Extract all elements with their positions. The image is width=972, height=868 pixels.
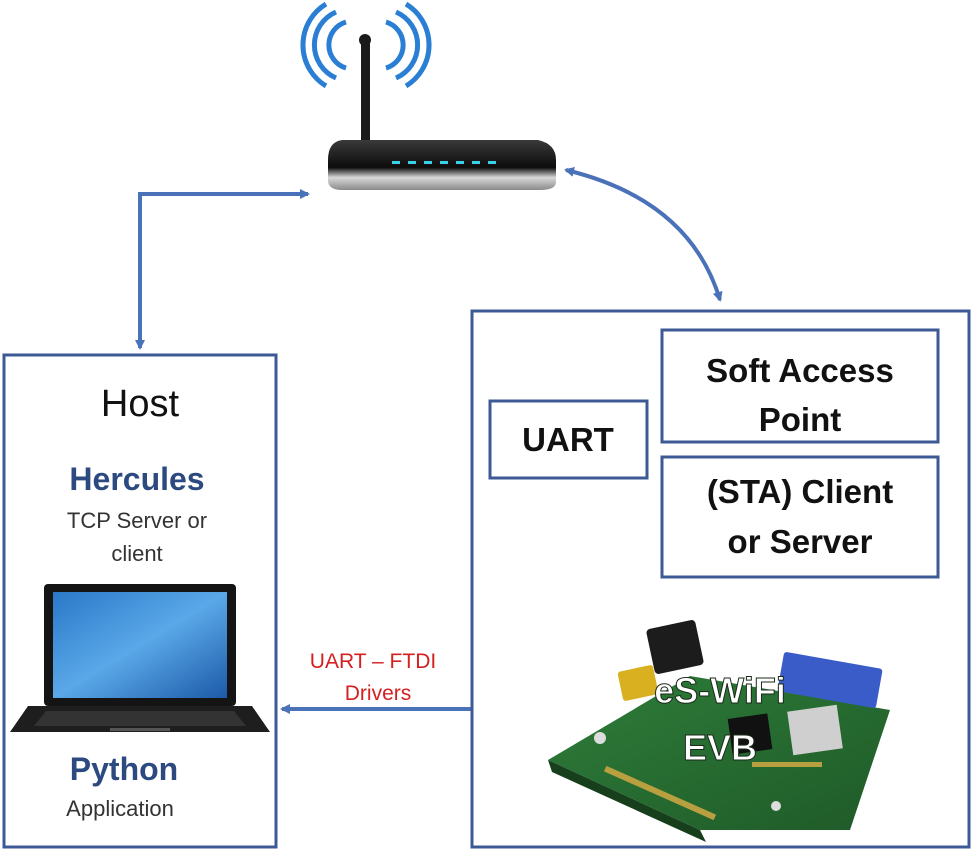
- wifi-router-icon: [328, 34, 556, 190]
- python-label: Python: [70, 751, 178, 787]
- sta-line2: or Server: [728, 523, 873, 560]
- link-label-line1: UART – FTDI: [310, 650, 436, 673]
- uart-box: [488, 399, 649, 480]
- link-label-line2: Drivers: [345, 682, 412, 705]
- sta-line1: (STA) Client: [707, 473, 893, 510]
- host-title: Host: [101, 383, 180, 425]
- hercules-desc-line1: TCP Server or: [67, 508, 207, 533]
- soft-ap-line2: Point: [759, 401, 841, 438]
- uart-label: UART: [522, 421, 614, 458]
- router-module-arrow: [564, 167, 723, 302]
- hercules-desc-line2: client: [111, 541, 162, 566]
- laptop-icon: [10, 584, 270, 732]
- board-label-line2: EVB: [683, 727, 757, 768]
- soft-ap-line1: Soft Access: [706, 352, 894, 389]
- router-host-arrow: [135, 189, 310, 350]
- sta-box: [660, 455, 940, 579]
- board-label-line1: eS-WiFi: [654, 670, 786, 711]
- python-desc: Application: [66, 796, 174, 821]
- hercules-label: Hercules: [69, 461, 204, 497]
- soft-ap-box: [660, 328, 940, 444]
- evb-board-icon: [548, 620, 890, 842]
- wifi-signal-icon: [300, 1, 432, 89]
